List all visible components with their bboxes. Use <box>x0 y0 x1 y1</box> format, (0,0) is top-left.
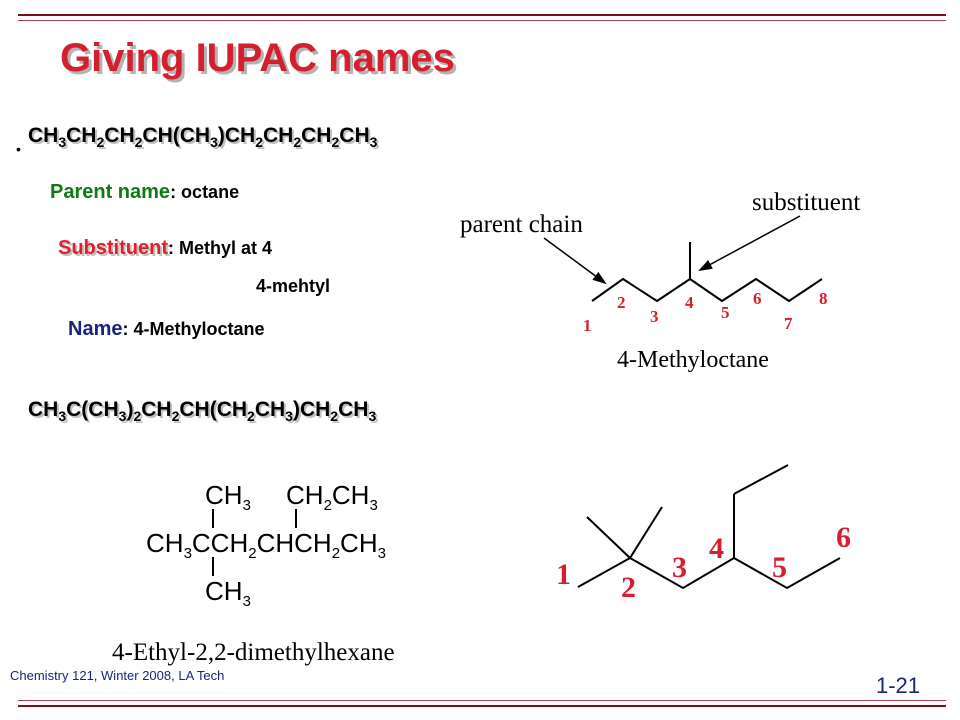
condensed-formula-hexane: CH3C(CH3)2CH2CH(CH2CH3)CH2CH3 <box>28 398 377 424</box>
locant-2: 2 <box>617 293 626 312</box>
octane-locants: 1 2 3 4 5 6 7 8 <box>583 289 828 335</box>
parent-name-label: Parent name <box>50 181 171 203</box>
bottom-rule <box>18 700 946 707</box>
name-line: Name: 4-Methyloctane <box>68 318 265 341</box>
methyl-2 <box>629 506 663 559</box>
bullet: • <box>16 141 21 157</box>
condensed-formula-octane: CH3CH2CH2CH(CH3)CH2CH2CH2CH3 <box>28 124 378 150</box>
substituent-value: : Methyl at 4 <box>168 238 273 258</box>
methyl-1 <box>586 516 631 559</box>
octane-compound-name: 4-Methyloctane <box>617 347 769 373</box>
slide-title: Giving IUPAC names <box>60 36 455 80</box>
locant-6: 6 <box>753 289 762 308</box>
substituent-caption: substituent <box>752 189 860 216</box>
struct-bottom: CH3 <box>205 576 251 610</box>
octane-chain <box>591 277 823 303</box>
locant-5: 5 <box>721 303 730 322</box>
locant-8: 8 <box>819 289 828 308</box>
hexane-locants: 1 2 3 4 5 6 <box>556 521 851 604</box>
top-rule <box>18 14 946 21</box>
locant-1: 1 <box>583 316 592 335</box>
hexane-chain <box>577 556 841 590</box>
locant-7: 7 <box>784 314 793 333</box>
page-number: 1-21 <box>876 673 921 698</box>
hexane-compound-name: 4-Ethyl-2,2-dimethylhexane <box>112 639 395 666</box>
struct-top-right: CH2CH3 <box>286 480 378 514</box>
parent-chain-caption: parent chain <box>460 211 583 238</box>
substituent-line: Substituent: Methyl at 4 <box>58 237 272 260</box>
parent-chain-arrow <box>543 237 607 285</box>
struct-main-chain: CH3CCH2CHCH2CH3 <box>146 528 386 562</box>
locant-h1: 1 <box>556 558 571 591</box>
locant-h4: 4 <box>709 532 724 565</box>
substituent-short: 4-mehtyl <box>256 276 331 296</box>
locant-h5: 5 <box>772 551 787 584</box>
locant-4: 4 <box>685 293 694 312</box>
locant-h6: 6 <box>836 521 851 554</box>
struct-top-left: CH3 <box>205 480 251 514</box>
name-label: Name <box>68 318 123 340</box>
expanded-structure-text: CH3 CH2CH3 CH3CCH2CHCH2CH3 CH3 <box>146 480 386 610</box>
locant-3: 3 <box>650 307 659 326</box>
parent-name-value: : octane <box>170 182 240 202</box>
footer-course: Chemistry 121, Winter 2008, LA Tech <box>10 668 225 683</box>
ethyl-bond-2 <box>733 464 789 495</box>
name-value: : 4-Methyloctane <box>122 319 265 339</box>
substituent-arrow <box>698 215 801 271</box>
locant-h3: 3 <box>672 551 687 584</box>
locant-h2: 2 <box>621 571 636 604</box>
parent-name-line: Parent name: octane <box>50 181 239 204</box>
substituent-label: Substituent <box>58 237 168 259</box>
